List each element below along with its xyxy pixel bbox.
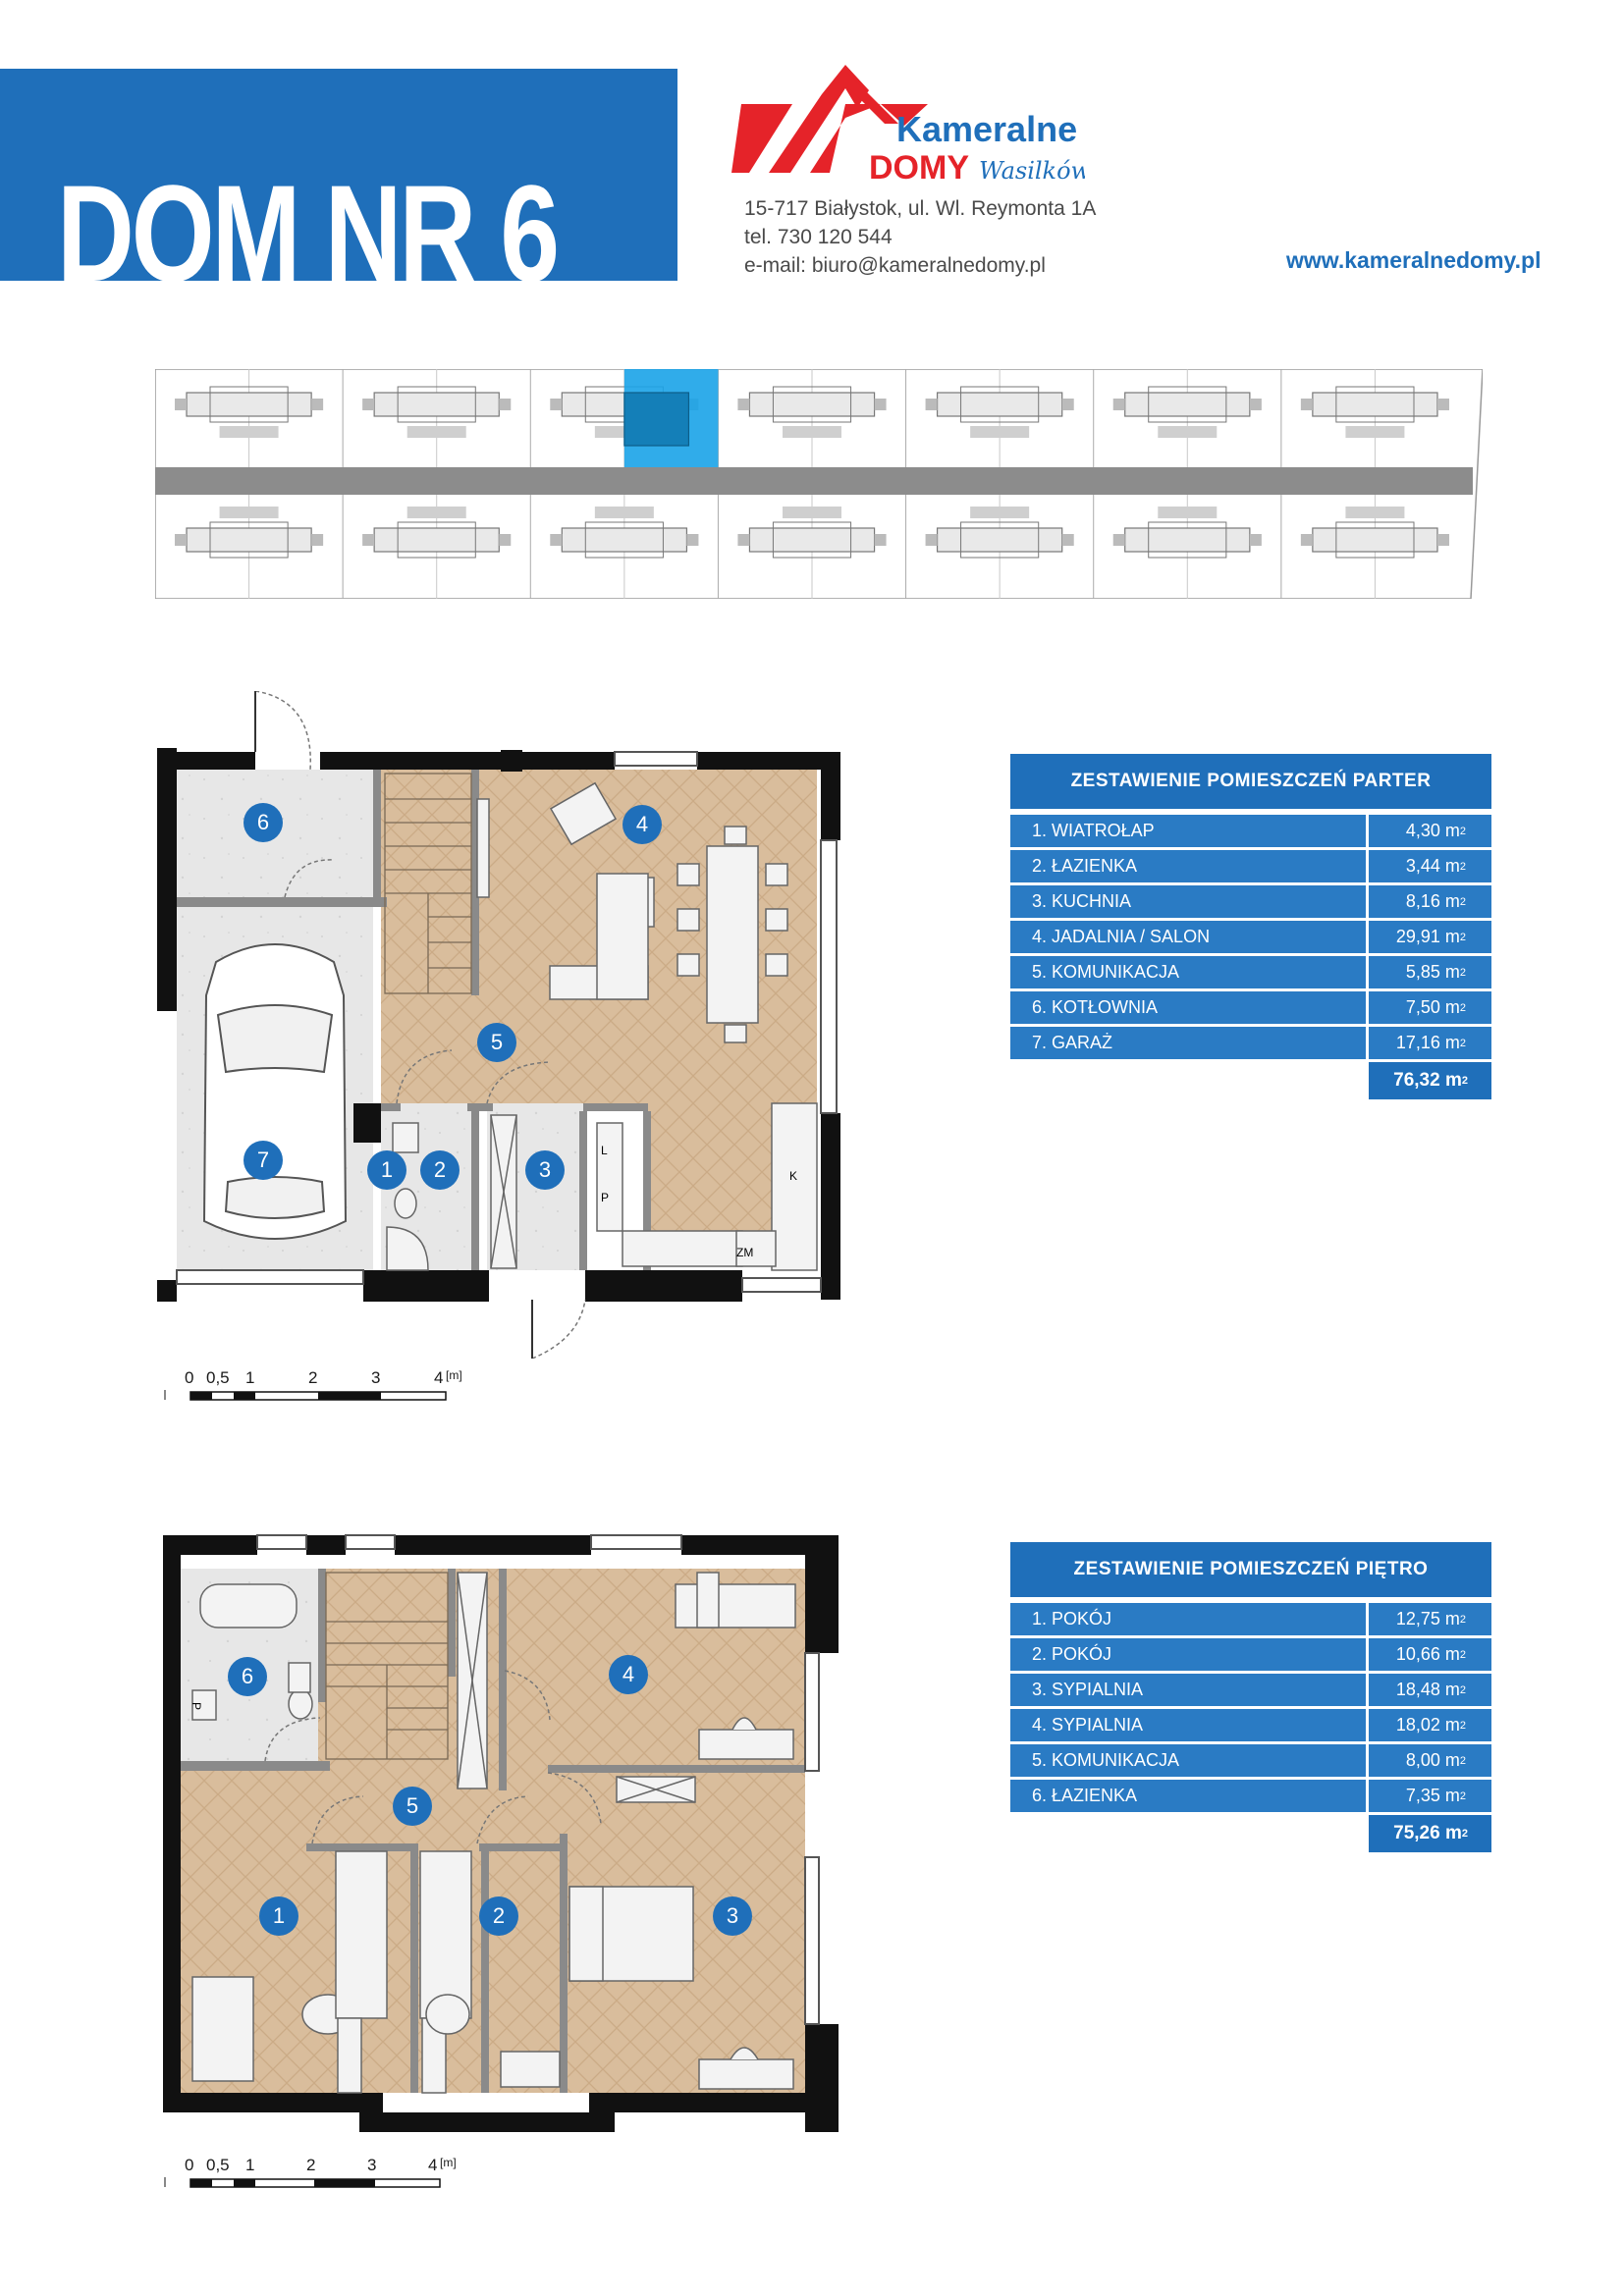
site-plan: [154, 368, 1484, 600]
scale-tick: 2: [306, 2156, 316, 2174]
room-name: 3. KUCHNIA: [1010, 885, 1366, 918]
phone: tel. 730 120 544: [744, 226, 893, 248]
scale-tick: 4: [428, 2156, 438, 2174]
scale-tick: 3: [371, 1368, 381, 1387]
room-badge-7: 7: [244, 1141, 283, 1180]
scale-bar-graphic: [164, 1390, 447, 1401]
ground-floor-table: ZESTAWIENIE POMIESZCZEŃ PARTER 1. WIATRO…: [1010, 754, 1491, 1099]
scale-bar-first: 0 0,5 1 2 3 4 [m]: [163, 2156, 487, 2195]
scale-tick: 4: [434, 1368, 444, 1387]
scale-unit: [m]: [440, 2156, 457, 2169]
site-plan-drawing: [154, 368, 1484, 600]
room-badge-3: 3: [525, 1150, 565, 1190]
room-name: 4. SYPIALNIA: [1010, 1709, 1366, 1741]
contact-block: 15-717 Białystok, ul. Wl. Reymonta 1A te…: [744, 194, 1096, 280]
room-name: 6. ŁAZIENKA: [1010, 1780, 1366, 1812]
table-title: ZESTAWIENIE POMIESZCZEŃ PARTER: [1010, 754, 1491, 809]
page-title: DOM NR 6: [57, 156, 560, 310]
room-badge-5: 5: [477, 1023, 516, 1062]
title-band: [0, 69, 677, 281]
room-name: 1. POKÓJ: [1010, 1603, 1366, 1635]
email[interactable]: e-mail: biuro@kameralnedomy.pl: [744, 254, 1046, 277]
first-floor-plan: P 1 2 3 4 5 6: [163, 1533, 840, 2144]
logo-text-kameralne: Kameralne: [896, 109, 1077, 149]
room-badge-1: 1: [259, 1896, 298, 1936]
room-name: 5. KOMUNIKACJA: [1010, 956, 1366, 988]
table-title: ZESTAWIENIE POMIESZCZEŃ PIĘTRO: [1010, 1542, 1491, 1597]
ground-floor-plan: L P K ZM 1 2 3 4 5 6 7: [157, 690, 864, 1360]
scale-unit: [m]: [446, 1368, 462, 1382]
room-name: 1. WIATROŁAP: [1010, 815, 1366, 847]
room-badge-1: 1: [367, 1150, 406, 1190]
scale-tick: 0: [185, 1368, 194, 1387]
scale-tick: 0: [185, 2156, 194, 2174]
roof-logo-icon: Kameralne DOMY Wasilków: [731, 65, 1092, 187]
scale-tick: 0,5: [206, 1368, 230, 1387]
room-badge-6: 6: [228, 1657, 267, 1696]
scale-tick: 0,5: [206, 2156, 230, 2174]
scale-tick: 2: [308, 1368, 318, 1387]
fridge-label: L: [601, 1144, 608, 1157]
logo-text-domy: DOMY: [869, 149, 969, 183]
ground-floor-drawing: L P K ZM: [157, 690, 840, 1360]
room-badge-6: 6: [244, 803, 283, 842]
room-name: 6. KOTŁOWNIA: [1010, 991, 1366, 1024]
room-name: 2. POKÓJ: [1010, 1638, 1366, 1671]
room-badge-2: 2: [420, 1150, 460, 1190]
scale-tick: 1: [245, 2156, 255, 2174]
company-logo: Kameralne DOMY Wasilków: [731, 65, 1092, 187]
room-name: 7. GARAŻ: [1010, 1027, 1366, 1059]
room-badge-5: 5: [393, 1787, 432, 1826]
scale-bar-ground: 0 0,5 1 2 3 4 [m]: [163, 1368, 487, 1408]
scale-bar-graphic: [164, 2177, 441, 2188]
room-name: 2. ŁAZIENKA: [1010, 850, 1366, 882]
oven-label: K: [789, 1169, 797, 1183]
dishwasher-label: ZM: [736, 1246, 753, 1259]
logo-text-wasilkow: Wasilków: [979, 157, 1085, 183]
room-badge-2: 2: [479, 1896, 518, 1936]
room-name: 5. KOMUNIKACJA: [1010, 1744, 1366, 1777]
address: 15-717 Białystok, ul. Wl. Reymonta 1A: [744, 197, 1097, 220]
scale-tick: 1: [245, 1368, 255, 1387]
scale-tick: 3: [367, 2156, 377, 2174]
room-badge-4: 4: [609, 1655, 648, 1694]
bath-label: P: [189, 1702, 203, 1710]
room-name: 4. JADALNIA / SALON: [1010, 921, 1366, 953]
first-floor-drawing: P: [163, 1534, 839, 2144]
room-badge-3: 3: [713, 1896, 752, 1936]
room-name: 3. SYPIALNIA: [1010, 1674, 1366, 1706]
room-badge-4: 4: [623, 805, 662, 844]
pantry-label: P: [601, 1191, 609, 1204]
website-link[interactable]: www.kameralnedomy.pl: [1286, 247, 1542, 273]
